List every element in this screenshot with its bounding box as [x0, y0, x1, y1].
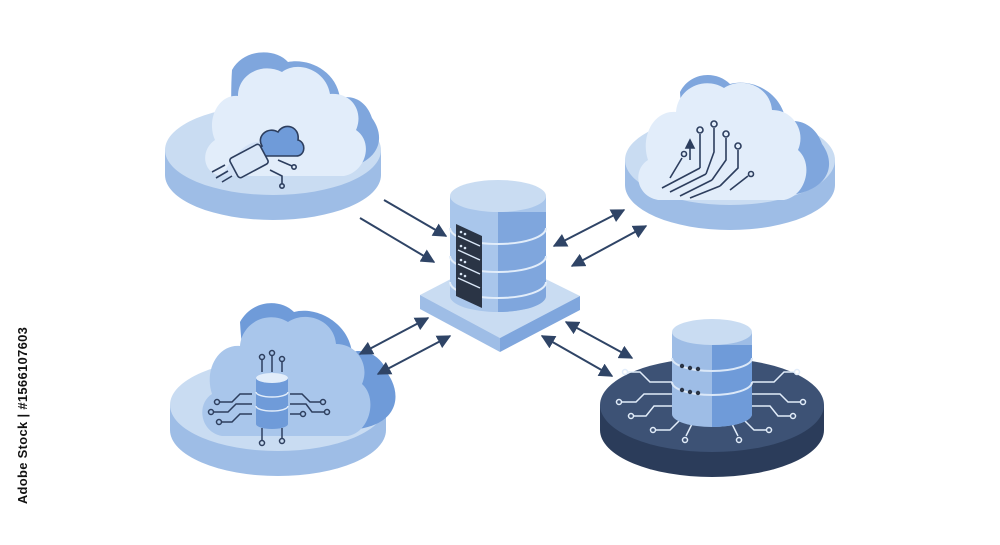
connection-arrows — [358, 199, 648, 377]
circuit-board-icon — [661, 120, 755, 199]
database-icon — [207, 349, 331, 447]
arrow-mobile-to-server-1 — [383, 199, 448, 237]
smartphone-cloud-icon — [211, 125, 305, 190]
arrow-circuit-server-2 — [570, 225, 648, 267]
arrow-database-server-2 — [376, 335, 452, 375]
arrow-database-server-1 — [358, 317, 430, 355]
arrow-platform-server-2 — [540, 335, 614, 377]
server-rack-icon — [449, 180, 547, 312]
arrow-circuit-server-1 — [552, 209, 626, 247]
database-platform-node — [600, 319, 824, 477]
cloud-database-node — [170, 303, 396, 476]
stock-id-text: Adobe Stock | #1566107603 — [15, 326, 31, 504]
cloud-circuit-node — [625, 74, 835, 230]
cloud-mobile-node — [165, 52, 381, 220]
arrow-platform-server-1 — [564, 321, 634, 359]
central-server-node — [420, 180, 580, 352]
circuit-traces — [615, 368, 807, 444]
database-server-icon — [671, 319, 753, 427]
arrow-mobile-to-server-2 — [359, 217, 436, 263]
stock-id-label: Adobe Stock | #1566107603 — [8, 300, 38, 530]
